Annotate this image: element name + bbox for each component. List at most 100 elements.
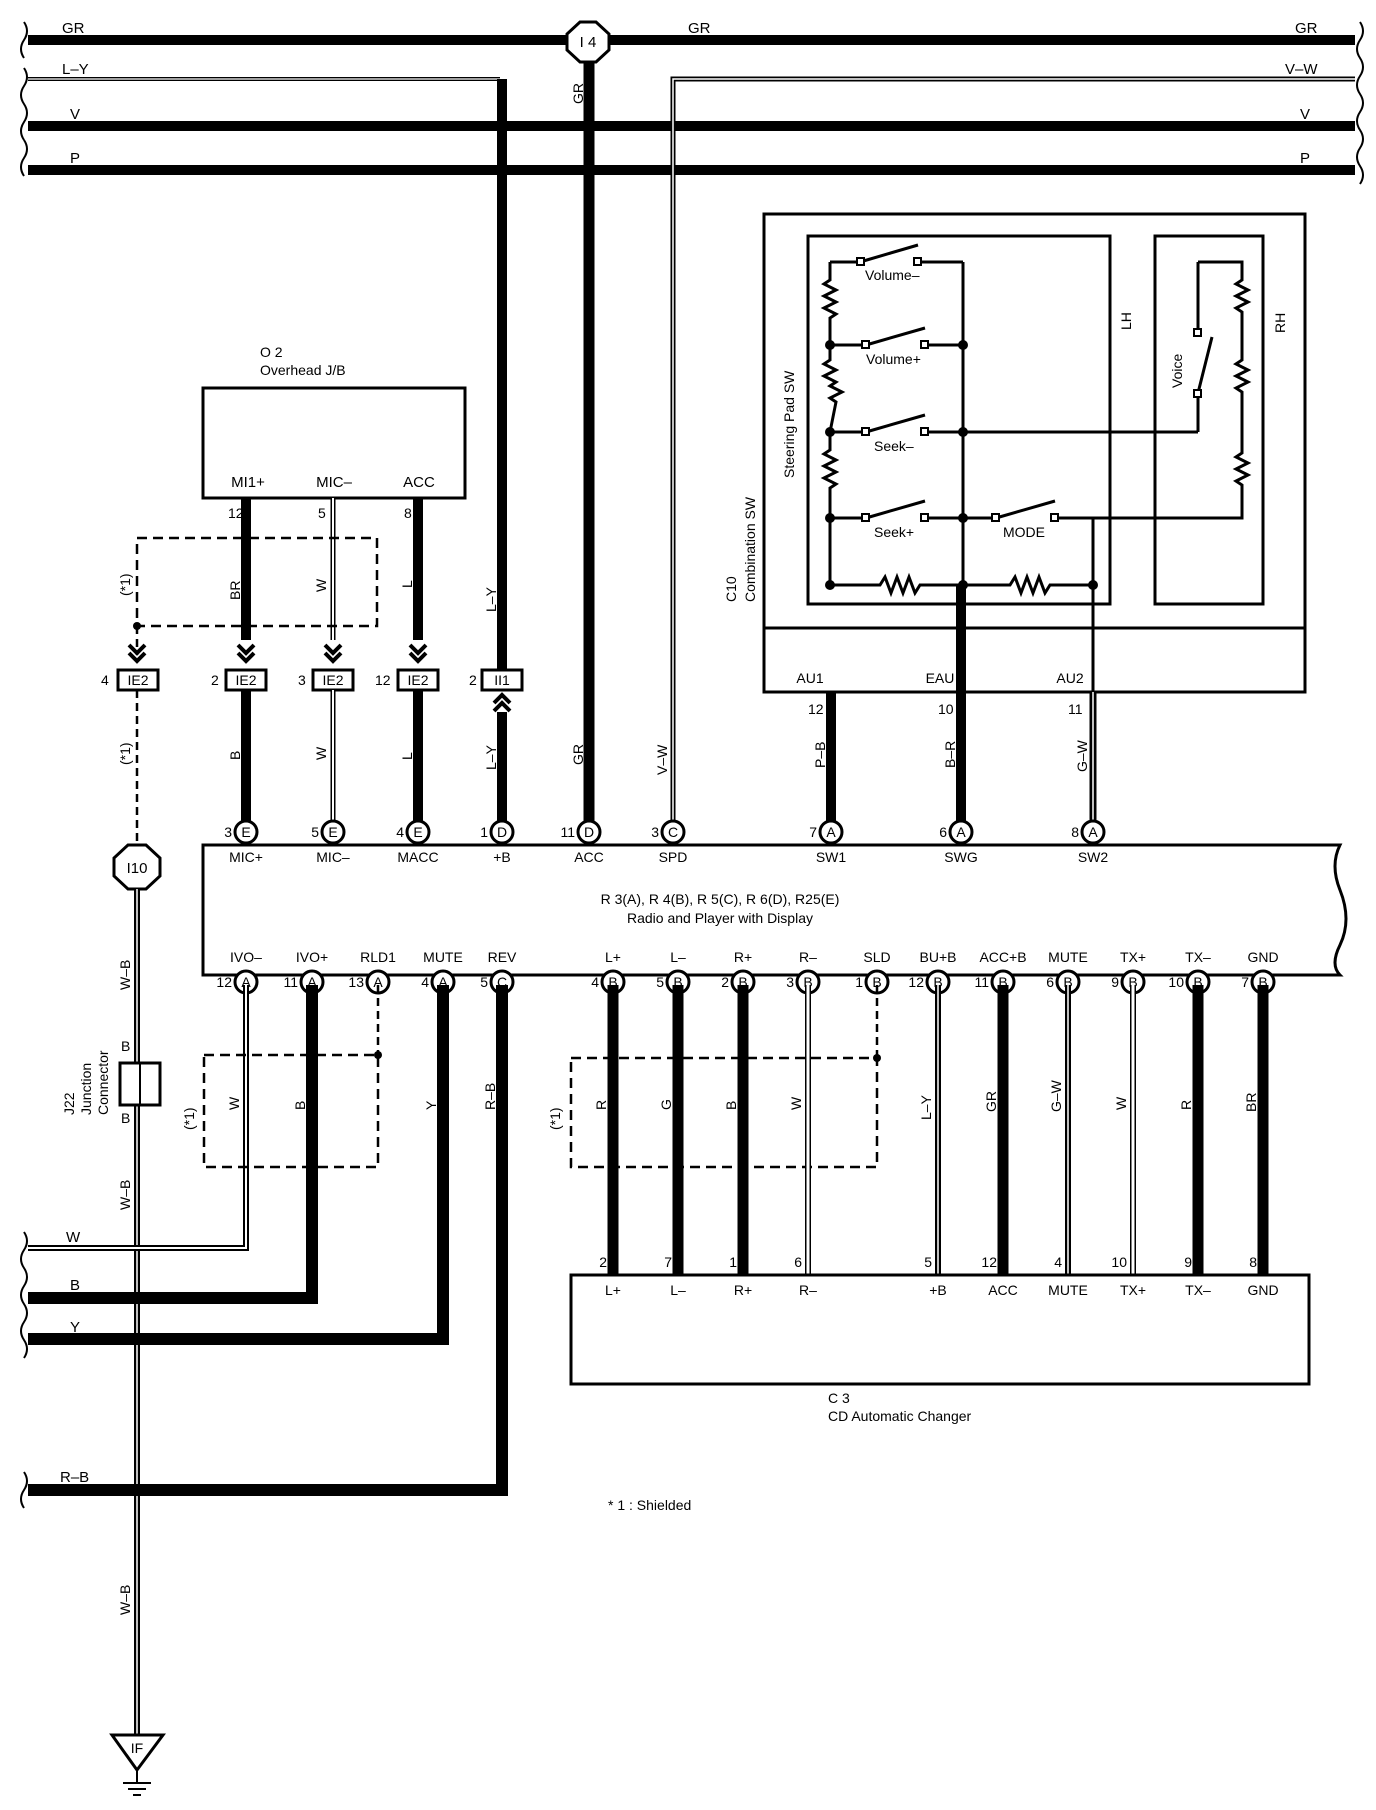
radio-top-pin-name-1: MIC– bbox=[316, 849, 350, 865]
radio-bottom-pin-name-6: L– bbox=[670, 949, 686, 965]
conn-ii1: II1 bbox=[494, 672, 510, 688]
radio-bottom-wire-3: Y bbox=[423, 1100, 439, 1110]
changer-name: CD Automatic Changer bbox=[828, 1408, 972, 1424]
combination-name: Combination SW bbox=[742, 496, 758, 602]
ground-if: IF bbox=[109, 1733, 166, 1796]
changer-pin-name-4: +B bbox=[929, 1282, 947, 1298]
radio-bottom-pin-num-12: 6 bbox=[1046, 974, 1054, 990]
j22-name-2: Connector bbox=[95, 1050, 111, 1115]
wire-wb-top: W–B bbox=[117, 960, 133, 990]
radio-bottom-pin-6-letter: B bbox=[673, 974, 682, 990]
radio-bottom-pin-num-13: 9 bbox=[1111, 974, 1119, 990]
radio-bottom-pin-5-letter: B bbox=[608, 974, 617, 990]
changer-pin-name-3: R– bbox=[799, 1282, 817, 1298]
radio-bottom-pin-name-15: GND bbox=[1247, 949, 1278, 965]
radio-top-pin-name-6: SW1 bbox=[816, 849, 847, 865]
radio-bottom-wire-7: B bbox=[723, 1101, 739, 1110]
wire-w-lower: W bbox=[313, 746, 329, 760]
bus-label-v: V bbox=[70, 106, 80, 123]
shield-mark-mid: (*1) bbox=[117, 742, 133, 765]
overhead-id: O 2 bbox=[260, 344, 283, 360]
radio-bottom-pin-num-0: 12 bbox=[216, 974, 232, 990]
radio-top-pin-5-letter: C bbox=[668, 824, 678, 840]
radio-bottom-pin-name-14: TX– bbox=[1185, 949, 1211, 965]
wire-b-mic: B bbox=[227, 751, 243, 760]
changer-pin-name-7: TX+ bbox=[1120, 1282, 1146, 1298]
switch-volume-plus: Volume+ bbox=[866, 351, 921, 367]
switch-volume-minus: Volume– bbox=[865, 267, 920, 283]
radio-top-pin-5 bbox=[660, 819, 686, 845]
lh-label: LH bbox=[1118, 312, 1134, 330]
switch-seek-minus: Seek– bbox=[874, 438, 914, 454]
combination-switch: C10 Combination SW Steering Pad SW LH RH bbox=[723, 212, 1307, 694]
wire-gr-lower: GR bbox=[570, 744, 586, 765]
changer-pin-name-2: R+ bbox=[734, 1282, 752, 1298]
radio-bottom-pin-9-letter: B bbox=[872, 974, 881, 990]
radio-bottom-pin-num-9: 1 bbox=[855, 974, 863, 990]
changer-pin-name-1: L– bbox=[670, 1282, 686, 1298]
bus-label-gr: GR bbox=[62, 20, 85, 37]
radio-bottom-wire-4: R–B bbox=[482, 1083, 498, 1110]
changer-pin-name-9: GND bbox=[1247, 1282, 1278, 1298]
radio-top-pins: E3MIC+E5MIC–E4MACCD1+BD11ACCC3SPDA7SW1A6… bbox=[224, 819, 1109, 865]
comb-pin-au2: AU2 bbox=[1056, 670, 1083, 686]
radio-bottom-pin-name-13: TX+ bbox=[1120, 949, 1146, 965]
connector-arrows bbox=[127, 643, 512, 713]
steering-pad-label: Steering Pad SW bbox=[781, 370, 797, 478]
radio-top-pin-num-1: 5 bbox=[311, 824, 319, 840]
radio-top-pin-num-7: 6 bbox=[939, 824, 947, 840]
radio-bottom-pin-num-8: 3 bbox=[786, 974, 794, 990]
bus-label-vw: V–W bbox=[1285, 61, 1318, 78]
connector-row: IE2 4 IE2 2 IE2 3 IE2 12 II1 2 bbox=[101, 668, 524, 692]
j22-id: J22 bbox=[61, 1092, 77, 1115]
radio-bottom-pin-13-letter: B bbox=[1128, 974, 1137, 990]
radio-top-pin-name-8: SW2 bbox=[1078, 849, 1109, 865]
wire-l-lower: L bbox=[399, 752, 415, 760]
conn-ie2-b: IE2 bbox=[235, 672, 256, 688]
radio-title-1: R 3(A), R 4(B), R 5(C), R 6(D), R25(E) bbox=[601, 891, 840, 907]
comb-num-12: 12 bbox=[808, 701, 824, 717]
overhead-pin-mic: MIC– bbox=[316, 474, 352, 491]
j22-junction-connector: B B J22 Junction Connector bbox=[61, 1038, 162, 1126]
switch-voice: Voice bbox=[1169, 354, 1185, 388]
shield-mark-audio: (*1) bbox=[547, 1107, 563, 1130]
radio-bottom-pin-num-1: 11 bbox=[283, 974, 298, 990]
radio-top-pin-4 bbox=[576, 819, 602, 845]
changer-pin-num-4: 5 bbox=[924, 1254, 932, 1270]
changer-pin-name-0: L+ bbox=[605, 1282, 621, 1298]
radio-bottom-wire-15: BR bbox=[1243, 1093, 1259, 1112]
radio-bottom-wire-1: B bbox=[292, 1101, 308, 1110]
radio-top-pin-1-letter: E bbox=[328, 824, 337, 840]
wire-wb-bot: W–B bbox=[117, 1585, 133, 1615]
radio-bottom-wire-10: L–Y bbox=[918, 1094, 934, 1120]
radio-bottom-pin-14-letter: B bbox=[1193, 974, 1202, 990]
radio-bottom-pin-2-letter: A bbox=[373, 974, 383, 990]
ground-label: IF bbox=[131, 1740, 143, 1756]
radio-bottom-pin-num-3: 4 bbox=[421, 974, 429, 990]
radio-bottom-pin-name-8: R– bbox=[799, 949, 817, 965]
radio-bottom-pin-15-letter: B bbox=[1258, 974, 1267, 990]
overhead-pin-acc: ACC bbox=[403, 474, 435, 491]
i10-junction: I10 bbox=[112, 843, 162, 891]
wire-ly-upper: L–Y bbox=[483, 586, 499, 612]
radio-top-pin-4-letter: D bbox=[584, 824, 594, 840]
radio-bottom-wire-8: W bbox=[788, 1096, 804, 1110]
wire-l-upper: L bbox=[399, 580, 415, 588]
radio-top-pin-name-0: MIC+ bbox=[229, 849, 263, 865]
radio-bottom-pin-num-15: 7 bbox=[1241, 974, 1249, 990]
radio-bottom-wire-14: R bbox=[1178, 1100, 1194, 1110]
i10-label: I10 bbox=[127, 860, 148, 877]
radio-bottom-pin-name-9: SLD bbox=[863, 949, 890, 965]
radio-bottom-pin-num-11: 11 bbox=[974, 974, 989, 990]
radio-bottom-pin-8-letter: B bbox=[803, 974, 812, 990]
comb-pin-eau: EAU bbox=[926, 670, 955, 686]
radio-bottom-wire-11: GR bbox=[983, 1091, 999, 1112]
shield-mark-ivo: (*1) bbox=[181, 1107, 197, 1130]
changer-pin-num-1: 7 bbox=[664, 1254, 672, 1270]
overhead-num-12: 12 bbox=[228, 505, 244, 521]
radio-top-pin-num-5: 3 bbox=[651, 824, 659, 840]
radio-top-pin-8-letter: A bbox=[1088, 824, 1098, 840]
radio-bottom-pin-num-5: 4 bbox=[591, 974, 599, 990]
left-bus-y: Y bbox=[70, 1319, 80, 1336]
radio-bottom-pin-1-letter: A bbox=[307, 974, 317, 990]
